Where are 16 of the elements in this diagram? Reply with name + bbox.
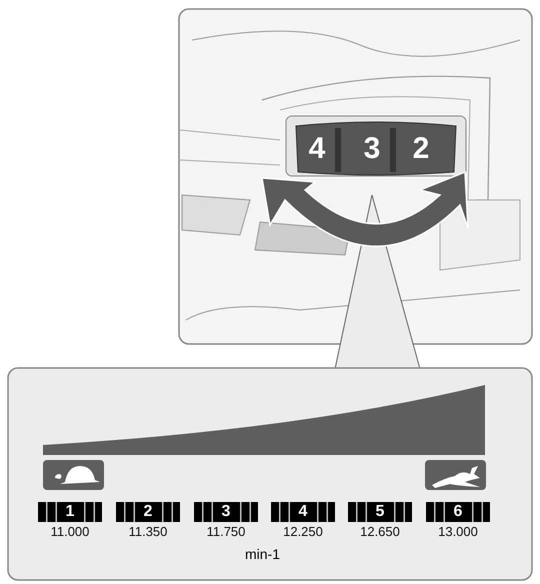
speed-value: 11.000 — [50, 524, 90, 539]
speed-value: 11.350 — [128, 524, 168, 539]
speed-value: 12.650 — [359, 524, 401, 539]
speed-setting-marker: 2 — [116, 502, 180, 522]
dial-number: 2 — [412, 132, 430, 166]
speed-setting-marker: 6 — [426, 502, 490, 522]
dial-number: 3 — [362, 132, 382, 166]
unit-label: min-1 — [245, 546, 280, 562]
speed-setting-marker: 5 — [348, 502, 412, 522]
speed-setting-marker: 4 — [271, 502, 335, 522]
speed-value: 13.000 — [437, 524, 479, 539]
dial-number: 4 — [308, 132, 326, 166]
speed-value: 11.750 — [206, 524, 246, 539]
speed-value: 12.250 — [282, 524, 324, 539]
speed-setting-marker: 1 — [38, 502, 102, 522]
speed-setting-marker: 3 — [194, 502, 258, 522]
